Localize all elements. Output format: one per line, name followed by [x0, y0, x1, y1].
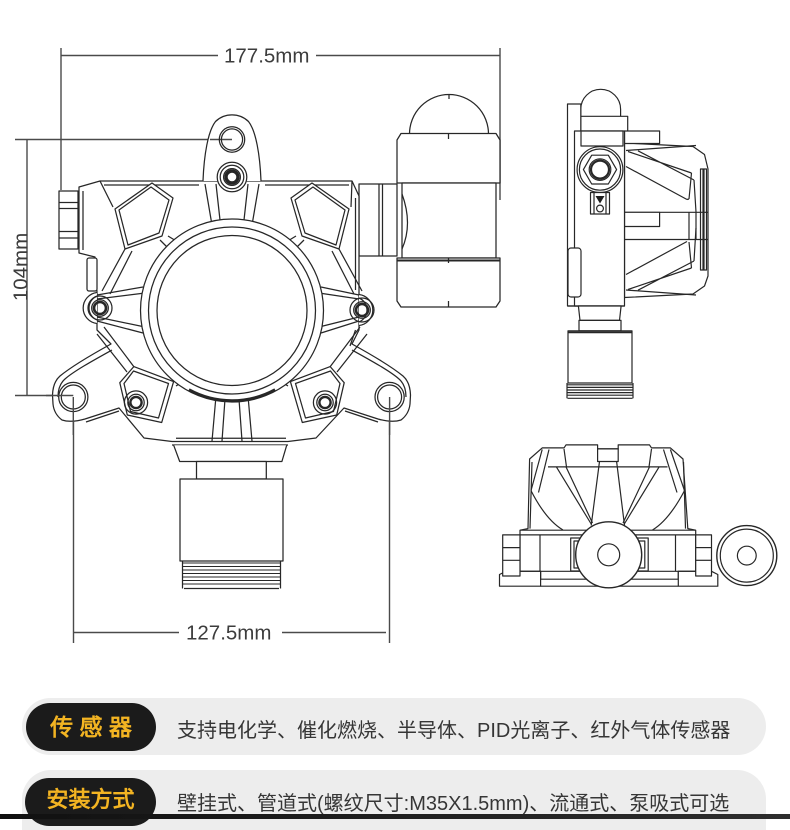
svg-text:177.5mm: 177.5mm — [224, 45, 309, 68]
svg-text:127.5mm: 127.5mm — [186, 622, 271, 645]
svg-text:104mm: 104mm — [10, 233, 33, 301]
